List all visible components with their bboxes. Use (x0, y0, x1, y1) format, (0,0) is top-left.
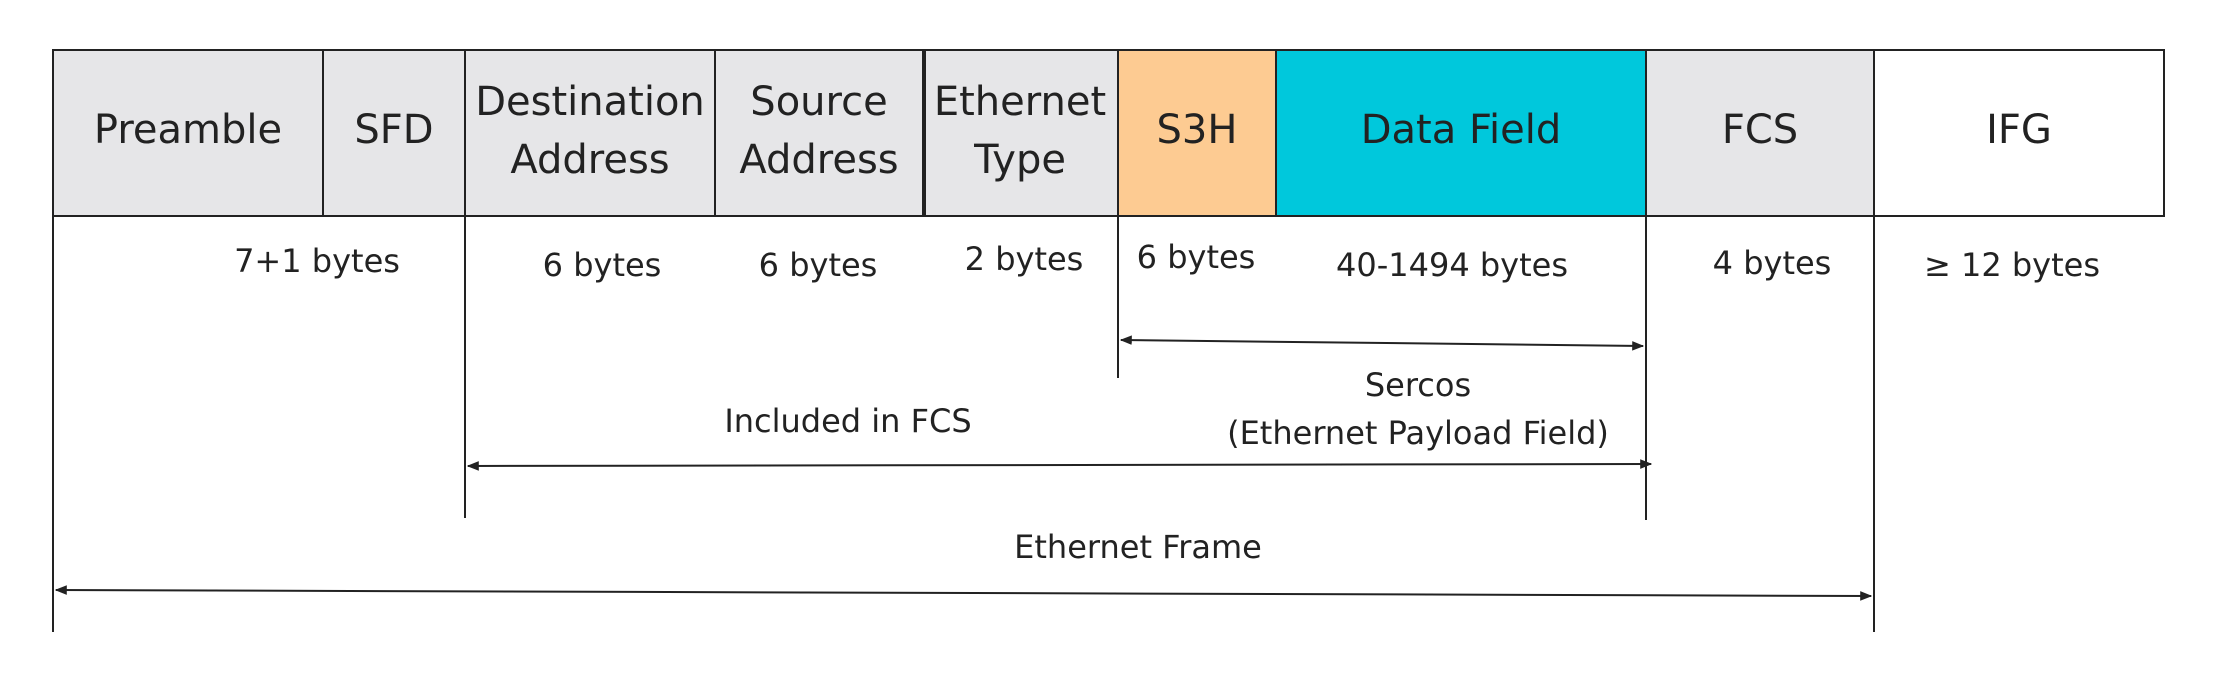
frame-fields: Preamble SFD Destination Address Source … (52, 49, 2165, 217)
ethernet-frame-label: Ethernet Frame (1014, 528, 1262, 566)
guide-lines (52, 216, 1875, 632)
field-fcs: FCS (1645, 49, 1875, 217)
span-labels: Sercos (Ethernet Payload Field) Included… (724, 366, 1609, 566)
field-label-line-1: Source (750, 79, 887, 125)
field-preamble: Preamble (52, 49, 324, 217)
field-label-line-2: Address (510, 137, 669, 183)
field-label-line-2: Type (973, 137, 1066, 183)
size-source: 6 bytes (759, 246, 878, 284)
span-arrows (54, 335, 1873, 601)
field-box (922, 49, 1119, 217)
size-destination: 6 bytes (543, 246, 662, 284)
size-ifg: ≥ 12 bytes (1924, 246, 2100, 284)
field-sfd: SFD (322, 49, 466, 217)
field-label: SFD (354, 107, 433, 153)
field-box (714, 49, 924, 217)
field-label-line-1: Destination (475, 79, 705, 125)
size-data-field: 40-1494 bytes (1336, 246, 1568, 284)
field-box (1873, 49, 2165, 217)
fcs-span-arrow (466, 459, 1653, 471)
size-preamble-sfd: 7+1 bytes (234, 242, 400, 280)
field-label: Preamble (94, 107, 282, 153)
included-in-fcs-label: Included in FCS (724, 402, 971, 440)
size-ethernet-type: 2 bytes (965, 240, 1084, 278)
frame-span-arrow (54, 585, 1873, 601)
field-label-line-1: Ethernet (934, 79, 1106, 125)
sercos-span-arrow (1119, 335, 1645, 351)
field-destination-address: Destination Address (464, 49, 716, 217)
field-box (1117, 49, 1277, 217)
field-label: Data Field (1361, 107, 1562, 153)
field-sizes: 7+1 bytes 6 bytes 6 bytes 2 bytes 6 byte… (234, 238, 2100, 284)
sercos-label-line-1: Sercos (1365, 366, 1471, 404)
field-box (52, 49, 324, 217)
field-label: FCS (1722, 107, 1798, 153)
field-source-address: Source Address (714, 49, 924, 217)
field-data-field: Data Field (1275, 49, 1647, 217)
size-fcs: 4 bytes (1713, 244, 1832, 282)
field-label: S3H (1157, 107, 1238, 153)
sercos-label-line-2: (Ethernet Payload Field) (1227, 414, 1609, 452)
field-label-line-2: Address (739, 137, 898, 183)
field-ethernet-type: Ethernet Type (922, 49, 1119, 217)
field-s3h: S3H (1117, 49, 1277, 217)
field-label: IFG (1986, 107, 2052, 153)
field-box (464, 49, 716, 217)
size-s3h: 6 bytes (1137, 238, 1256, 276)
field-box (322, 49, 466, 217)
field-ifg: IFG (1873, 49, 2165, 217)
